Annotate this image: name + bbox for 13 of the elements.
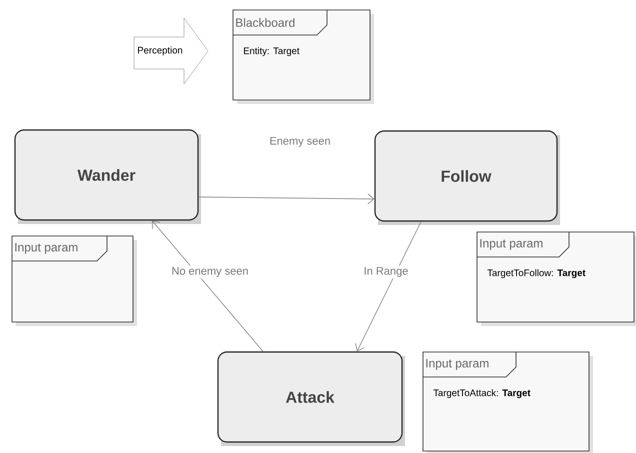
transition-arrow bbox=[355, 221, 422, 352]
state-box: Wander bbox=[14, 129, 201, 224]
parameter-frame: Input param bbox=[12, 236, 137, 326]
state-box: Follow bbox=[374, 130, 560, 225]
edge-label: No enemy seen bbox=[170, 266, 250, 278]
state-box: Attack bbox=[217, 351, 405, 446]
edge-label: In Range bbox=[362, 266, 410, 278]
edge-label: Enemy seen bbox=[268, 136, 332, 148]
parameter-frame: Blackboard Entity: Target bbox=[232, 10, 374, 104]
transition-arrow bbox=[152, 220, 264, 352]
parameter-frame: Input param TargetToFollow: Target bbox=[476, 232, 636, 326]
parameter-frame: Input param TargetToAttack: Target bbox=[422, 352, 593, 453]
transition-arrow bbox=[198, 194, 374, 204]
